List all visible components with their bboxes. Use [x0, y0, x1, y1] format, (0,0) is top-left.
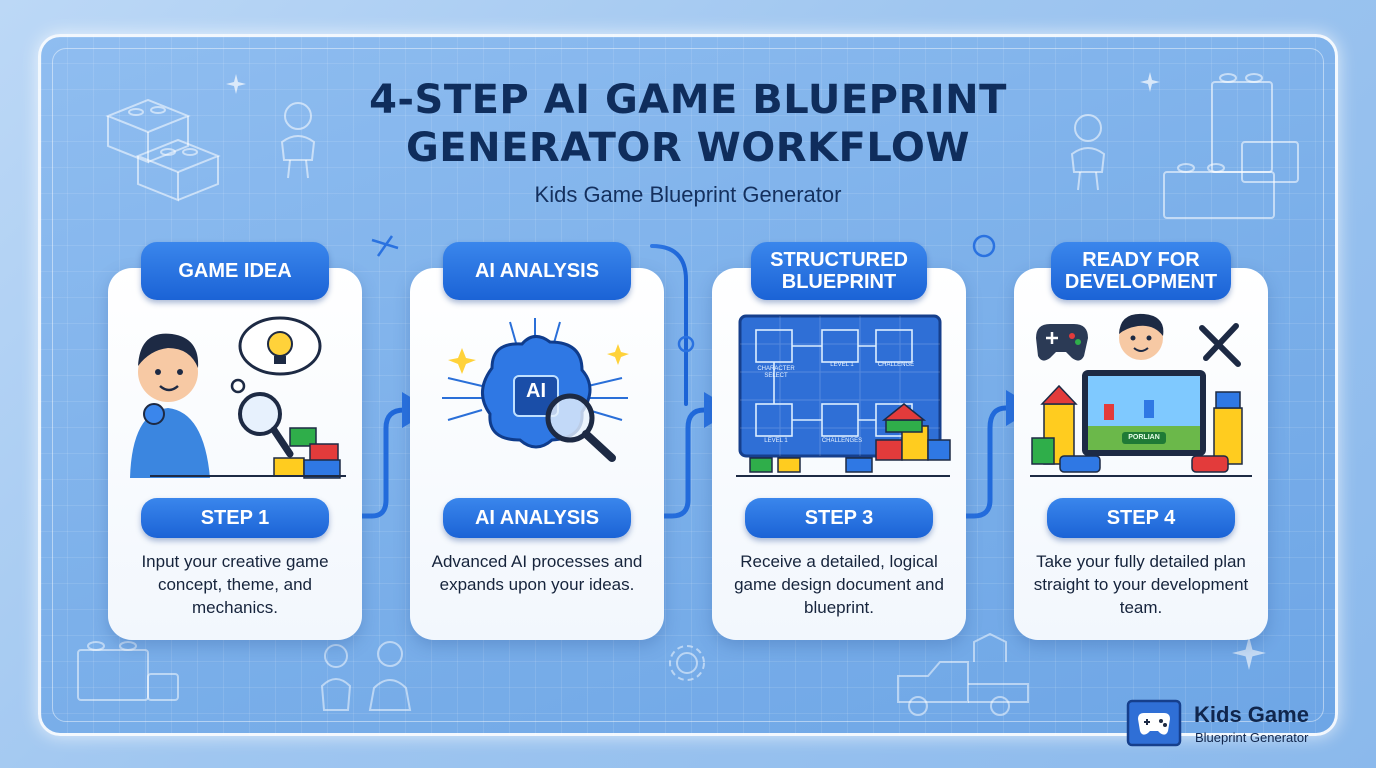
step-3-heading: STRUCTURED BLUEPRINT	[751, 242, 927, 300]
step-2-label: AI ANALYSIS	[443, 498, 631, 538]
logo-title: Kids Game	[1194, 702, 1309, 727]
step-4-heading: READY FOR DEVELOPMENT	[1051, 242, 1231, 300]
inner-frame	[52, 48, 1324, 722]
title-line-1: 4-STEP AI GAME BLUEPRINT	[369, 77, 1007, 123]
step-1-description: Input your creative game concept, theme,…	[141, 552, 329, 617]
step-4-description: Take your fully detailed plan straight t…	[1033, 552, 1249, 617]
page-subtitle: Kids Game Blueprint Generator	[534, 182, 842, 207]
blueprint-node-label: CHALLENGES	[821, 438, 863, 444]
logo-subtitle: Blueprint Generator	[1195, 730, 1309, 745]
title-line-2: GENERATOR WORKFLOW	[405, 125, 971, 171]
step-card-2	[410, 268, 664, 640]
step-2-description: Advanced AI processes and expands upon y…	[431, 552, 643, 594]
step-4-label: STEP 4	[1047, 498, 1235, 538]
page-title: 4-STEP AI GAME BLUEPRINT GENERATOR WORKF…	[0, 76, 1376, 172]
step-3-label: STEP 3	[745, 498, 933, 538]
blueprint-icon	[736, 314, 951, 477]
screen-button-label: PORLIAN	[1128, 434, 1160, 441]
step-2-heading: AI ANALYSIS	[443, 242, 631, 300]
child-idea-icon	[130, 316, 346, 479]
step-1-heading: GAME IDEA	[141, 242, 329, 300]
ai-chip-label: AI	[526, 380, 546, 402]
blueprint-node-label: CHALLENGE	[877, 362, 915, 368]
ai-brain-icon	[442, 318, 629, 462]
step-3-description: Receive a detailed, logical game design …	[734, 552, 944, 617]
step-1-label: STEP 1	[141, 498, 329, 538]
blueprint-node-label: LEVEL 1	[830, 362, 854, 368]
blueprint-node-label: LEVEL 1	[764, 438, 788, 444]
dev-screen-icon	[1030, 313, 1252, 477]
blueprint-node-label: CHARACTER SELECT	[757, 366, 795, 379]
